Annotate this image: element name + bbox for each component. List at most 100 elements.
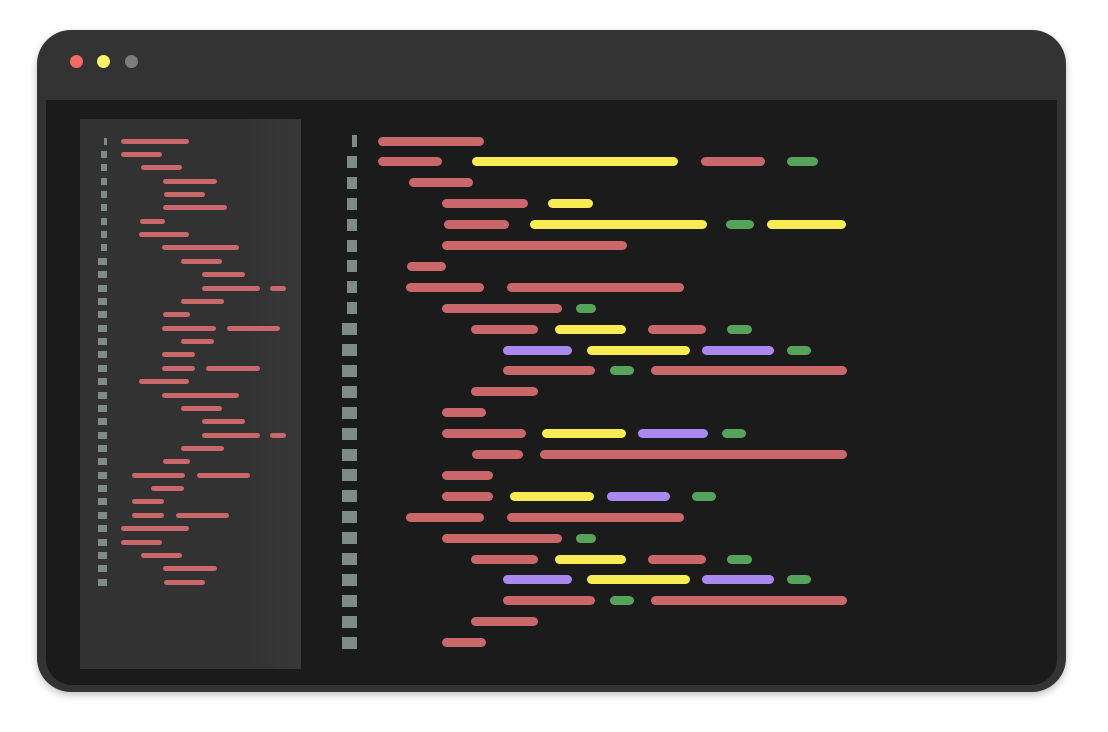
line-marker — [342, 636, 357, 649]
minimap-line-marker — [104, 137, 107, 145]
minimap-token — [202, 432, 260, 438]
minimap-line-marker — [101, 190, 107, 198]
line-marker — [347, 281, 357, 294]
minimap-token — [121, 151, 162, 157]
code-token — [442, 491, 493, 501]
minimap-line-marker — [98, 431, 107, 439]
line-marker — [342, 553, 357, 565]
minimap-token — [202, 285, 260, 291]
code-token — [651, 596, 847, 606]
line-marker — [347, 155, 357, 168]
minimap-token — [162, 325, 216, 331]
minimap-token — [139, 232, 189, 238]
minimap-line-marker — [98, 471, 107, 479]
minimap-token — [270, 285, 286, 291]
minimap-token — [121, 539, 162, 545]
minimap-token — [202, 272, 245, 278]
code-token — [409, 178, 473, 188]
code-token — [722, 429, 746, 439]
line-marker — [347, 260, 357, 273]
code-token — [702, 575, 774, 585]
code-token — [555, 324, 626, 334]
line-marker — [342, 594, 357, 607]
minimap-line-marker — [98, 364, 107, 372]
minimap-token — [164, 191, 205, 197]
code-token — [442, 199, 528, 209]
code-token — [638, 429, 708, 439]
code-token — [442, 408, 486, 418]
minimap-token — [163, 178, 217, 184]
minimap-line-marker — [101, 177, 107, 185]
line-marker — [347, 302, 357, 315]
minimap-line-marker — [98, 311, 107, 319]
minimap-token — [162, 365, 195, 371]
line-marker — [347, 218, 357, 231]
close-button[interactable] — [70, 55, 83, 68]
code-token — [471, 324, 538, 334]
code-token — [442, 533, 562, 543]
minimap-token — [202, 419, 245, 425]
code-token — [507, 282, 684, 292]
minimap-token — [181, 298, 224, 304]
code-token — [576, 533, 596, 543]
maximize-button[interactable] — [125, 55, 138, 68]
minimap-line-marker — [98, 525, 107, 533]
code-token — [787, 575, 811, 585]
code-token — [727, 554, 752, 564]
minimap-token — [164, 579, 205, 585]
minimap-token — [132, 512, 164, 518]
code-token — [727, 324, 752, 334]
minimap-line-marker — [98, 538, 107, 546]
code-token — [472, 450, 523, 459]
editor-area[interactable] — [46, 100, 1057, 685]
line-marker — [347, 197, 357, 210]
minimap-token — [140, 218, 165, 224]
line-marker — [342, 427, 357, 440]
code-token — [692, 491, 716, 501]
code-token — [442, 241, 627, 250]
line-marker — [352, 135, 357, 147]
minimize-button[interactable] — [97, 55, 110, 68]
line-marker — [342, 323, 357, 336]
code-token — [787, 345, 811, 355]
code-token — [471, 617, 538, 627]
minimap-token — [163, 566, 217, 572]
minimap-token — [197, 472, 250, 478]
minimap-line-marker — [98, 338, 107, 346]
minimap-line-marker — [101, 231, 107, 239]
code-token — [472, 157, 678, 167]
code-token — [444, 220, 509, 230]
code-token — [442, 470, 493, 480]
minimap-token — [181, 405, 222, 411]
code-token — [548, 199, 593, 209]
minimap-token — [163, 459, 190, 465]
minimap-token — [181, 446, 224, 451]
code-token — [648, 324, 706, 334]
minimap[interactable] — [80, 119, 301, 669]
minimap-line-marker — [98, 257, 107, 265]
code-token — [530, 220, 707, 230]
code-token — [540, 450, 847, 459]
line-marker — [347, 239, 357, 252]
minimap-token — [181, 339, 214, 345]
minimap-token — [151, 486, 184, 492]
minimap-line-marker — [98, 511, 107, 519]
minimap-line-marker — [98, 445, 107, 452]
code-token — [442, 638, 486, 648]
line-marker — [342, 448, 357, 461]
minimap-line-marker — [101, 217, 107, 225]
code-token — [471, 387, 538, 397]
code-token — [510, 491, 594, 501]
minimap-token — [141, 165, 182, 171]
code-token — [406, 282, 484, 292]
code-token — [555, 554, 626, 564]
minimap-token — [121, 138, 189, 144]
code-token — [607, 491, 670, 501]
line-marker — [342, 364, 357, 377]
code-token — [576, 303, 596, 313]
minimap-token — [227, 325, 280, 331]
minimap-token — [162, 352, 195, 358]
code-token — [378, 136, 484, 146]
code-token — [378, 157, 442, 167]
code-token — [407, 261, 446, 271]
